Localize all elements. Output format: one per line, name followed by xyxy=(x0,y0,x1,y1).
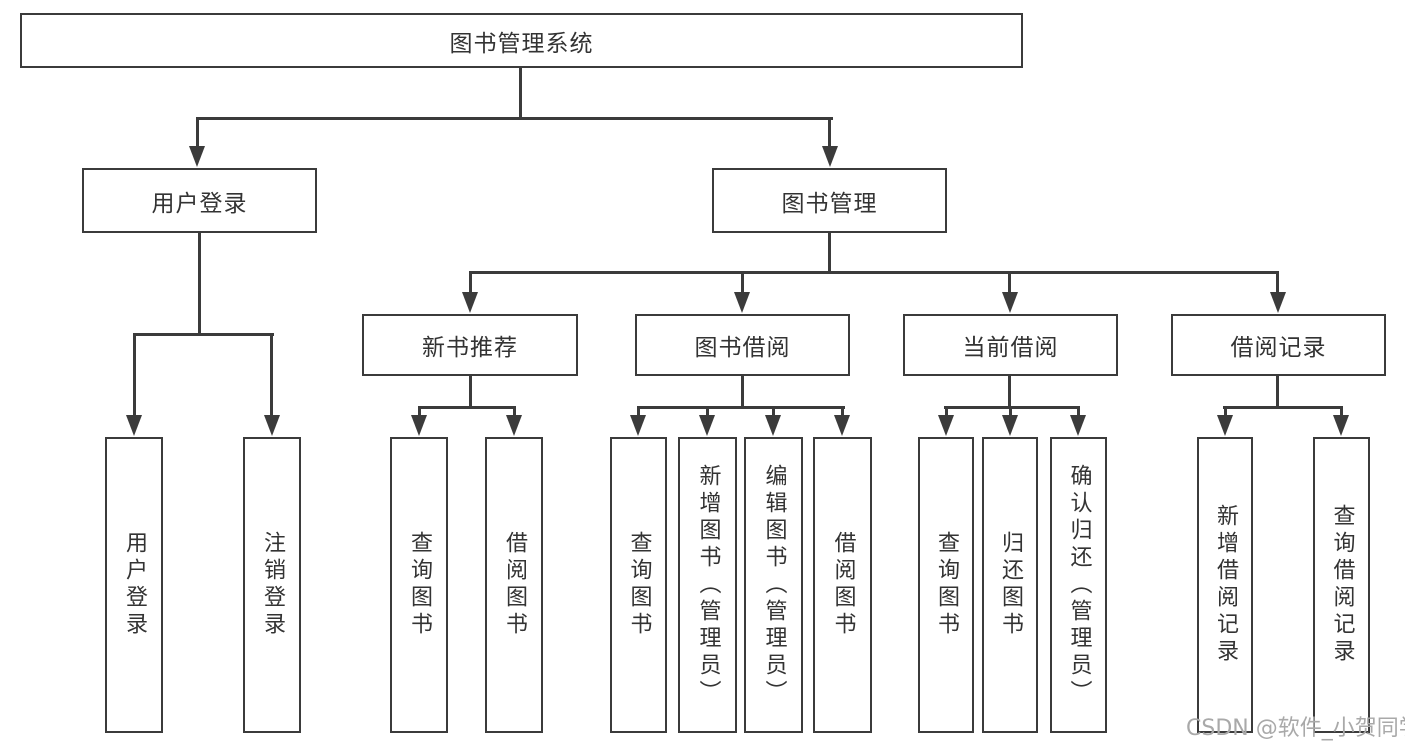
leaf-logout-label: 注销登录 xyxy=(260,531,285,639)
leaf-query-books-borrowing-label: 查询图书 xyxy=(626,531,652,639)
leaf-query-books-recommend-label: 查询图书 xyxy=(407,531,432,639)
arrowhead-down-icon xyxy=(1270,292,1286,313)
arrowhead-down-icon xyxy=(462,292,478,313)
connector-vline xyxy=(469,271,472,296)
watermark-text: CSDN @软件_小贺同学 xyxy=(1186,716,1405,741)
connector-vline xyxy=(133,333,136,417)
connector-hline xyxy=(1223,406,1343,409)
arrowhead-down-icon xyxy=(1333,415,1349,436)
arrowhead-down-icon xyxy=(699,415,715,436)
leaf-borrow-books-recommend: 借阅图书 xyxy=(485,437,543,733)
leaf-user-login: 用户登录 xyxy=(105,437,163,733)
node-user-login: 用户登录 xyxy=(82,168,317,233)
arrowhead-down-icon xyxy=(765,415,781,436)
connector-hline xyxy=(133,333,274,336)
node-library-system-label: 图书管理系统 xyxy=(449,30,594,57)
connector-vline xyxy=(828,232,831,273)
connector-vline xyxy=(513,406,516,419)
leaf-borrow-books-borrowing-label: 借阅图书 xyxy=(830,531,856,639)
arrowhead-down-icon xyxy=(264,415,280,436)
leaf-query-books-borrowing: 查询图书 xyxy=(610,437,667,733)
connector-vline xyxy=(270,333,273,417)
arrowhead-down-icon xyxy=(1002,292,1018,313)
node-current-borrowing: 当前借阅 xyxy=(903,314,1118,376)
leaf-confirm-return-admin: 确认归还（管理员） xyxy=(1050,437,1107,733)
connector-vline xyxy=(1340,406,1343,419)
leaf-add-books-admin-label: 新增图书（管理员） xyxy=(695,463,721,707)
arrowhead-down-icon xyxy=(411,415,427,436)
leaf-borrow-books-recommend-label: 借阅图书 xyxy=(502,531,527,639)
leaf-borrow-books-borrowing: 借阅图书 xyxy=(813,437,872,733)
arrowhead-down-icon xyxy=(938,415,954,436)
node-borrowing-records: 借阅记录 xyxy=(1171,314,1386,376)
connector-hline xyxy=(418,406,516,409)
node-book-management: 图书管理 xyxy=(712,168,947,233)
leaf-confirm-return-admin-label: 确认归还（管理员） xyxy=(1066,463,1092,707)
leaf-query-borrow-record-label: 查询借阅记录 xyxy=(1329,504,1355,666)
connector-vline xyxy=(1276,271,1279,296)
connector-vline xyxy=(945,406,948,419)
leaf-add-borrow-record-label: 新增借阅记录 xyxy=(1213,504,1238,666)
connector-vline xyxy=(841,406,844,419)
connector-hline xyxy=(637,406,845,409)
leaf-logout: 注销登录 xyxy=(243,437,301,733)
connector-vline xyxy=(1276,375,1279,408)
arrowhead-down-icon xyxy=(630,415,646,436)
node-new-book-recommend: 新书推荐 xyxy=(362,314,578,376)
leaf-query-borrow-record: 查询借阅记录 xyxy=(1313,437,1370,733)
arrowhead-down-icon xyxy=(1217,415,1233,436)
connector-vline xyxy=(706,406,709,419)
node-library-system: 图书管理系统 xyxy=(20,13,1023,68)
connector-vline xyxy=(637,406,640,419)
connector-vline xyxy=(741,375,744,408)
leaf-return-books: 归还图书 xyxy=(982,437,1038,733)
connector-vline xyxy=(196,117,199,149)
leaf-query-books-current-label: 查询图书 xyxy=(934,531,959,639)
leaf-return-books-label: 归还图书 xyxy=(998,531,1023,639)
node-borrowing-records-label: 借阅记录 xyxy=(1230,335,1327,361)
arrowhead-down-icon xyxy=(734,292,750,313)
arrowhead-down-icon xyxy=(1070,415,1086,436)
node-book-management-label: 图书管理 xyxy=(781,190,878,217)
connector-hline xyxy=(196,117,833,120)
leaf-user-login-label: 用户登录 xyxy=(122,531,147,639)
connector-vline xyxy=(1009,406,1012,419)
connector-vline xyxy=(198,232,201,334)
connector-vline xyxy=(1077,406,1080,419)
arrowhead-down-icon xyxy=(822,146,838,167)
node-user-login-label: 用户登录 xyxy=(151,190,248,217)
leaf-query-books-recommend: 查询图书 xyxy=(390,437,448,733)
connector-vline xyxy=(1008,375,1011,408)
connector-vline xyxy=(418,406,421,419)
arrowhead-down-icon xyxy=(1002,415,1018,436)
connector-vline xyxy=(519,67,522,119)
connector-hline xyxy=(944,406,1080,409)
leaf-add-books-admin: 新增图书（管理员） xyxy=(678,437,737,733)
leaf-add-borrow-record: 新增借阅记录 xyxy=(1197,437,1253,733)
leaf-edit-books-admin: 编辑图书（管理员） xyxy=(744,437,803,733)
connector-hline xyxy=(469,271,1279,274)
node-book-borrowing-label: 图书借阅 xyxy=(694,335,791,361)
leaf-edit-books-admin-label: 编辑图书（管理员） xyxy=(761,463,787,707)
leaf-query-books-current: 查询图书 xyxy=(918,437,974,733)
node-book-borrowing: 图书借阅 xyxy=(635,314,850,376)
arrowhead-down-icon xyxy=(189,146,205,167)
connector-vline xyxy=(828,117,831,149)
connector-vline xyxy=(741,271,744,296)
arrowhead-down-icon xyxy=(834,415,850,436)
connector-vline xyxy=(1008,271,1011,296)
node-new-book-recommend-label: 新书推荐 xyxy=(422,335,518,361)
node-current-borrowing-label: 当前借阅 xyxy=(962,335,1059,361)
arrowhead-down-icon xyxy=(126,415,142,436)
arrowhead-down-icon xyxy=(506,415,522,436)
connector-vline xyxy=(469,375,472,408)
connector-vline xyxy=(772,406,775,419)
connector-vline xyxy=(1224,406,1227,419)
